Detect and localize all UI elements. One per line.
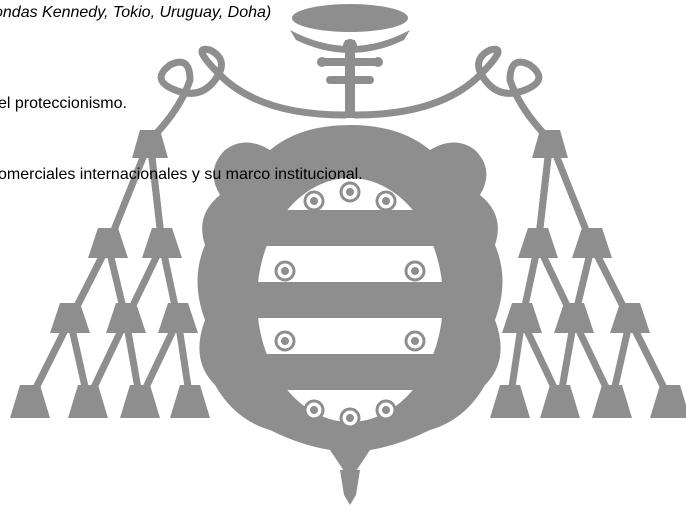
text-line-institutional-framework: omerciales internacionales y su marco in… (0, 166, 363, 183)
text-line-rounds: ondas Kennedy, Tokio, Uruguay, Doha) (0, 4, 272, 21)
text-line-protectionism: el proteccionismo. (0, 95, 127, 112)
